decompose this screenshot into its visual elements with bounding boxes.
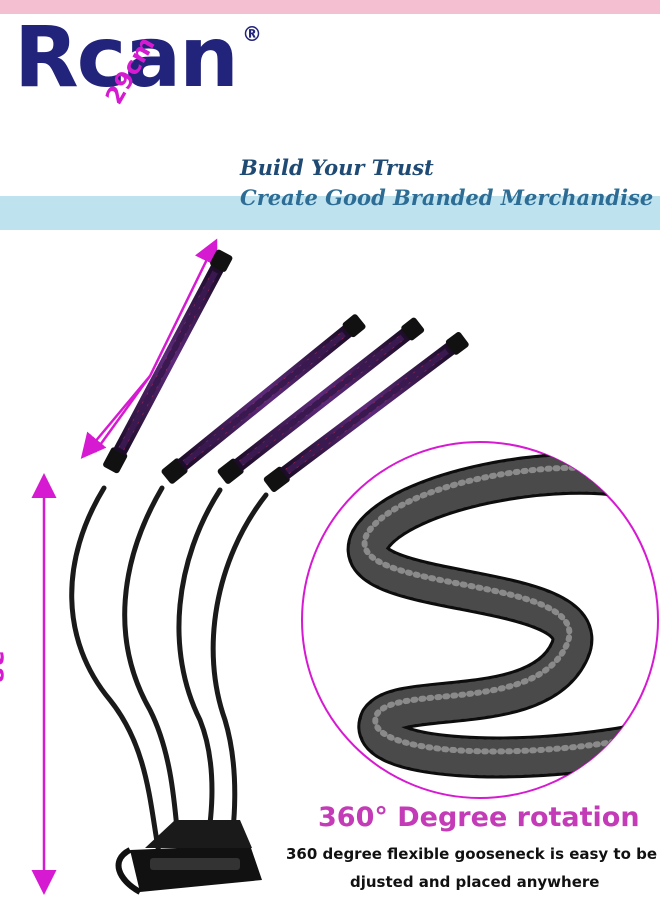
top-stripe (0, 0, 660, 14)
clip-base-icon (115, 820, 262, 895)
registered-mark: ® (242, 22, 262, 46)
feature-title: 360° Degree rotation (318, 802, 640, 833)
feature-description-line-1: 360 degree flexible gooseneck is easy to… (286, 845, 658, 863)
stand-height-label: 38cm (0, 650, 8, 723)
feature-description-line-2: djusted and placed anywhere (350, 873, 600, 891)
brand-logo: Rcan ® (14, 8, 264, 106)
slogan-line-1: Build Your Trust (240, 155, 434, 180)
grow-light-tube-icon (103, 249, 469, 492)
brand-name: Rcan (14, 8, 239, 106)
gooseneck-closeup (346, 452, 658, 779)
product-illustration (31, 238, 659, 895)
dimension-arrow-icon (31, 238, 218, 895)
slogan-band (0, 196, 660, 230)
gooseneck-icon (69, 485, 269, 861)
slogan-line-2: Create Good Branded Merchandise (240, 185, 654, 210)
